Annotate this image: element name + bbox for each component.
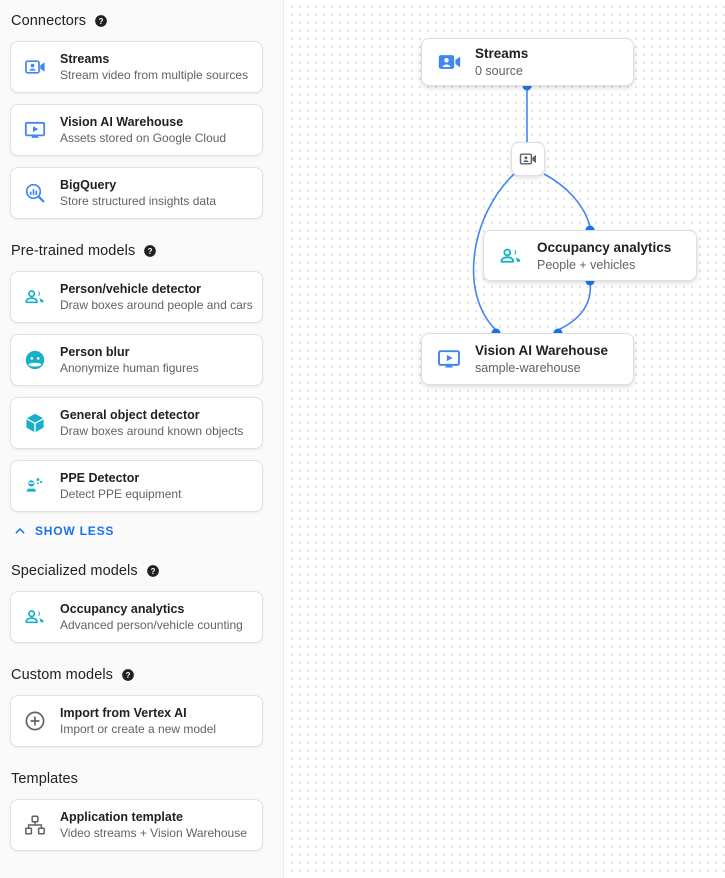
smart-display-icon [436, 346, 462, 372]
card-general-object-detector[interactable]: General object detector Draw boxes aroun… [10, 397, 263, 449]
chevron-up-icon [12, 523, 28, 539]
card-subtitle: Advanced person/vehicle counting [60, 618, 243, 632]
people-icon [23, 605, 47, 629]
card-title: Vision AI Warehouse [60, 115, 184, 129]
edges-layer [472, 81, 595, 338]
card-title: Person blur [60, 345, 130, 359]
pipeline-canvas[interactable]: Streams 0 source Occupancy analytics Peo… [285, 0, 725, 878]
section-header-templates: Templates [11, 771, 263, 787]
edge-occupancy-warehouse [557, 280, 592, 331]
card-title: Import from Vertex AI [60, 706, 187, 720]
card-occupancy-analytics[interactable]: Occupancy analytics Advanced person/vehi… [10, 591, 263, 643]
card-application-template[interactable]: Application template Video streams + Vis… [10, 799, 263, 851]
node-streams[interactable]: Streams 0 source [421, 38, 634, 86]
video-camera-icon [518, 149, 538, 169]
node-occupancy-analytics[interactable]: Occupancy analytics People + vehicles [483, 230, 697, 281]
card-subtitle: Detect PPE equipment [60, 487, 182, 501]
help-icon[interactable] [94, 14, 108, 28]
smart-display-icon [23, 118, 47, 142]
node-stream-source[interactable] [511, 142, 545, 176]
section-header-custom: Custom models [11, 667, 263, 683]
ppe-icon [23, 474, 47, 498]
node-title: Streams [475, 46, 529, 61]
section-header-specialized: Specialized models [11, 563, 263, 579]
tree-icon [23, 813, 47, 837]
card-streams[interactable]: Streams Stream video from multiple sourc… [10, 41, 263, 93]
help-icon[interactable] [143, 244, 157, 258]
add-circle-icon [23, 709, 47, 733]
node-vision-warehouse[interactable]: Vision AI Warehouse sample-warehouse [421, 333, 634, 385]
card-title: Person/vehicle detector [60, 282, 202, 296]
video-camera-front-icon [436, 49, 462, 75]
card-subtitle: Stream video from multiple sources [60, 68, 249, 82]
section-header-connectors: Connectors [11, 13, 263, 29]
bigquery-icon [23, 181, 47, 205]
card-subtitle: Anonymize human figures [60, 361, 199, 375]
card-subtitle: Draw boxes around known objects [60, 424, 244, 438]
card-subtitle: Import or create a new model [60, 722, 217, 736]
card-title: BigQuery [60, 178, 117, 192]
node-subtitle: People + vehicles [537, 257, 636, 272]
component-sidebar: Connectors Streams Stream video from mul… [0, 0, 284, 878]
card-import-vertex-ai[interactable]: Import from Vertex AI Import or create a… [10, 695, 263, 747]
card-vision-warehouse[interactable]: Vision AI Warehouse Assets stored on Goo… [10, 104, 263, 156]
node-subtitle: sample-warehouse [475, 361, 581, 375]
people-icon [498, 243, 524, 269]
card-title: Occupancy analytics [60, 602, 185, 616]
section-title: Specialized models [11, 563, 138, 579]
card-ppe-detector[interactable]: PPE Detector Detect PPE equipment [10, 460, 263, 512]
node-subtitle: 0 source [475, 64, 523, 78]
card-person-blur[interactable]: Person blur Anonymize human figures [10, 334, 263, 386]
face-icon [23, 348, 47, 372]
node-title: Vision AI Warehouse [475, 343, 609, 358]
edge-source-warehouse [472, 173, 515, 331]
card-person-vehicle-detector[interactable]: Person/vehicle detector Draw boxes aroun… [10, 271, 263, 323]
help-icon[interactable] [146, 564, 160, 578]
card-subtitle: Draw boxes around people and cars [60, 298, 253, 312]
card-title: PPE Detector [60, 471, 140, 485]
show-less-label: SHOW LESS [35, 524, 115, 538]
card-subtitle: Store structured insights data [60, 194, 217, 208]
section-title: Connectors [11, 13, 87, 29]
card-bigquery[interactable]: BigQuery Store structured insights data [10, 167, 263, 219]
section-title: Custom models [11, 667, 114, 683]
section-title: Pre-trained models [11, 243, 136, 259]
card-title: General object detector [60, 408, 200, 422]
card-title: Streams [60, 52, 110, 66]
cube-icon [23, 411, 47, 435]
edge-source-occupancy [543, 173, 591, 228]
card-subtitle: Assets stored on Google Cloud [60, 131, 227, 145]
card-subtitle: Video streams + Vision Warehouse [60, 826, 247, 840]
people-icon [23, 285, 47, 309]
card-title: Application template [60, 810, 183, 824]
node-title: Occupancy analytics [537, 239, 672, 255]
video-camera-front-icon [23, 55, 47, 79]
section-title: Templates [11, 771, 78, 787]
help-icon[interactable] [121, 668, 135, 682]
show-less-button[interactable]: SHOW LESS [12, 523, 263, 539]
section-header-pretrained: Pre-trained models [11, 243, 263, 259]
